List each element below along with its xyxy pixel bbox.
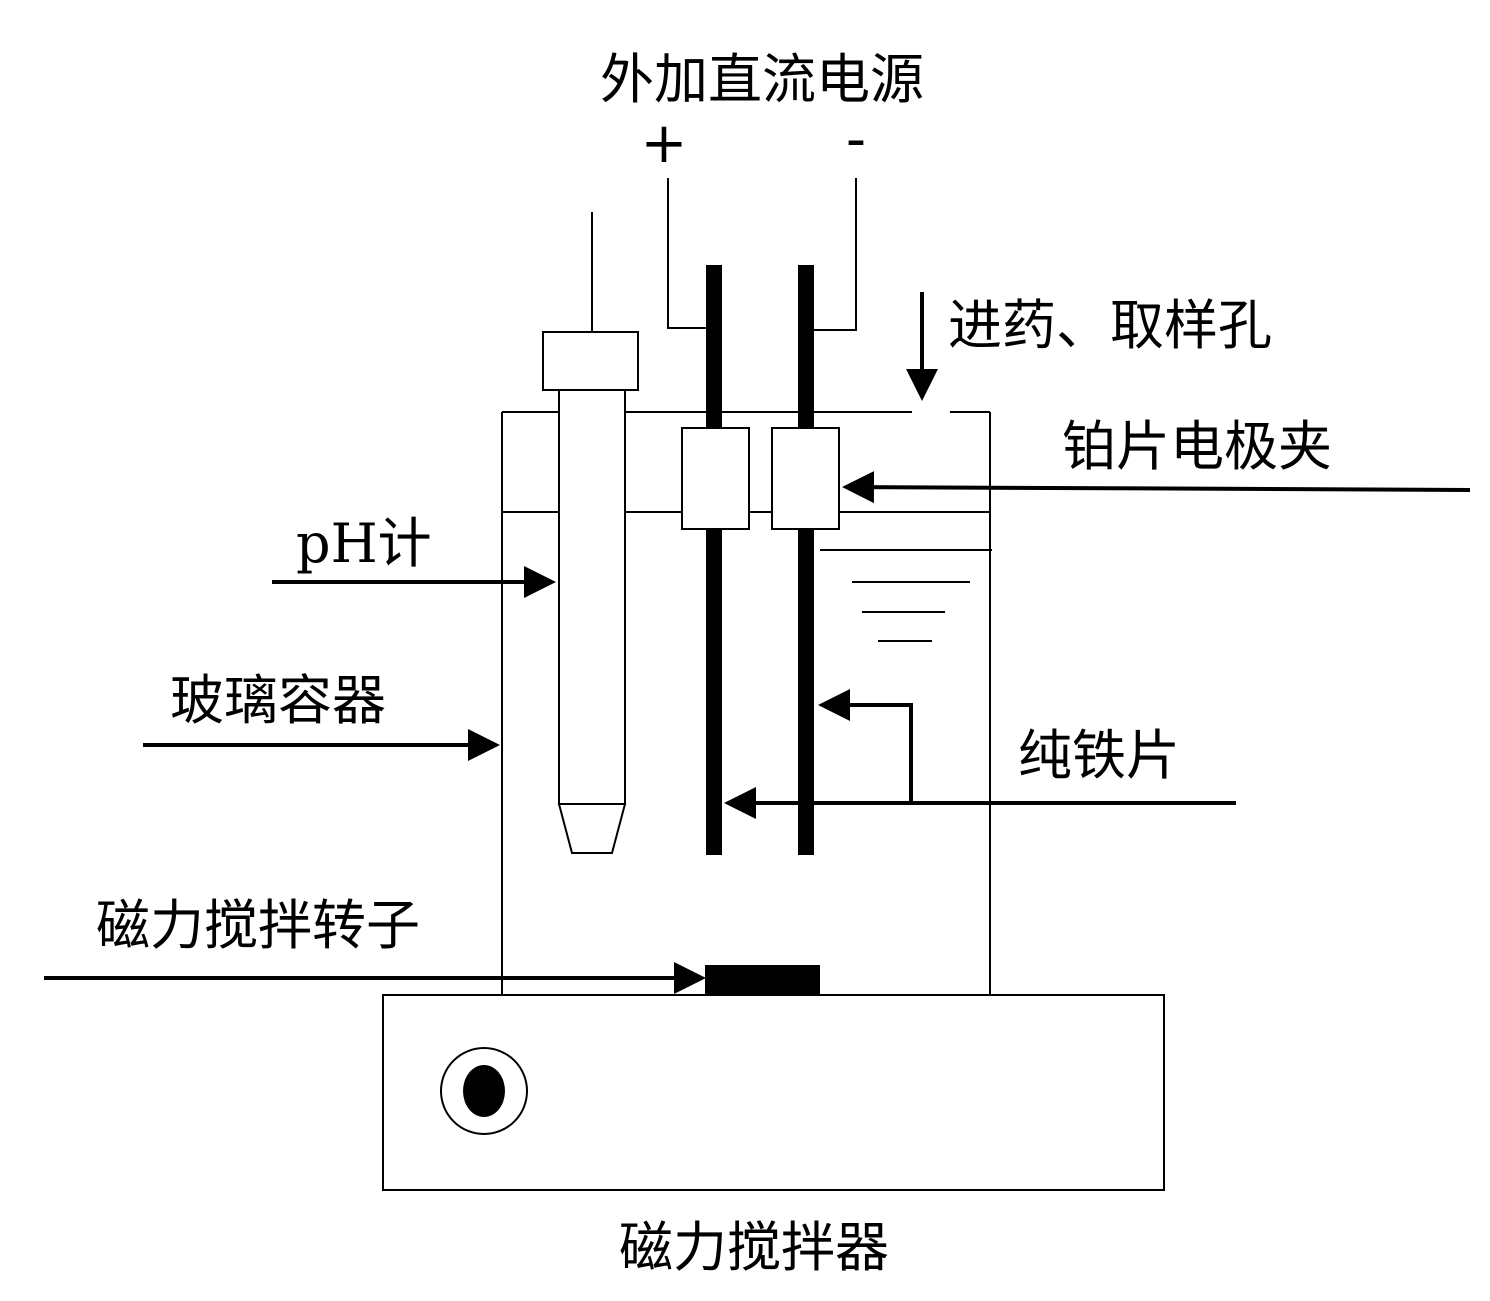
magnetic-stir-bar bbox=[705, 965, 820, 995]
stirrer-knob-inner bbox=[463, 1065, 505, 1117]
electrode-clamp-left bbox=[681, 427, 750, 530]
pure-iron-plate bbox=[798, 265, 814, 855]
ph-meter-tip bbox=[557, 803, 627, 854]
power-supply-label: 外加直流电源 bbox=[600, 48, 924, 111]
platinum-electrode bbox=[706, 265, 722, 855]
positive-lead-wire bbox=[667, 178, 714, 329]
iron-plate-label: 纯铁片 bbox=[1018, 724, 1180, 787]
negative-terminal-label: - bbox=[846, 107, 866, 172]
electrode-clamp-right bbox=[771, 427, 840, 530]
glass-container-label: 玻璃容器 bbox=[170, 669, 386, 732]
ph-meter-body bbox=[558, 389, 626, 805]
ph-meter-label: pH计 bbox=[296, 512, 432, 575]
negative-lead-wire bbox=[806, 178, 857, 331]
ph-meter-cap bbox=[542, 331, 639, 391]
iron-plate-arrow-branch bbox=[818, 689, 913, 803]
clamp-label: 铂片电极夹 bbox=[1062, 415, 1332, 478]
positive-terminal-label: + bbox=[641, 111, 688, 176]
dosing-port-label: 进药、取样孔 bbox=[948, 294, 1272, 357]
stirrer-label: 磁力搅拌器 bbox=[619, 1216, 889, 1279]
stir-bar-label: 磁力搅拌转子 bbox=[96, 894, 420, 957]
clamp-arrow bbox=[842, 471, 1471, 504]
